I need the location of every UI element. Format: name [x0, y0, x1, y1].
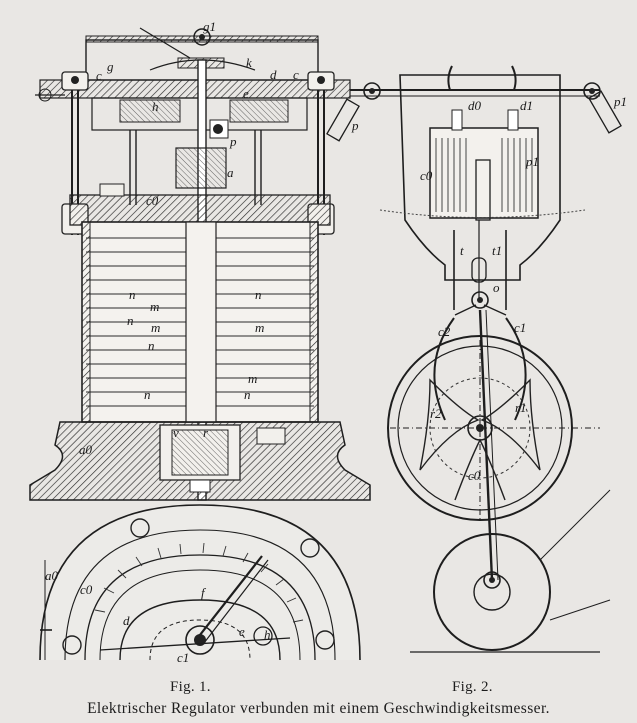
fig2-letter: p1	[613, 94, 627, 109]
figure-2-drawing	[326, 65, 622, 653]
fig2-letter: r1	[515, 400, 527, 415]
fig2-letter: c0	[468, 468, 481, 483]
fig1-letter: g1	[203, 19, 216, 34]
fig1-letter: c0	[80, 582, 93, 597]
fig1-letter: n	[148, 338, 155, 353]
fig2-letter: t1	[492, 243, 502, 258]
fig2-letter: d1	[520, 98, 533, 113]
fig2-letter: o	[493, 280, 500, 295]
fig2-letter: c2	[438, 324, 451, 339]
fig1-letter: c0	[146, 193, 159, 208]
figure-2-caption-label: Fig. 2.	[452, 679, 493, 695]
fig1-letter: n	[129, 287, 136, 302]
fig2-letter: r2	[430, 406, 442, 421]
fig2-letter: p1	[525, 154, 539, 169]
figure-1-caption-label: Fig. 1.	[170, 679, 211, 695]
fig1-letter: p	[229, 134, 237, 149]
fig1-letter: a0	[45, 568, 59, 583]
fig1-letter: n	[144, 387, 151, 402]
fig1-letter: v	[173, 425, 179, 440]
fig1-letter: m	[150, 299, 159, 314]
fig1-letter: c	[96, 68, 102, 83]
fig1-letter: h	[152, 99, 159, 114]
fig1-letter: f	[201, 585, 207, 600]
figure-2-part-letters: d0 d1 p p1 c0 p1 t t1 o c2 c1 r2 r1 c0	[351, 94, 627, 483]
fig1-letter: e	[239, 624, 245, 639]
figure-1-drawing	[29, 27, 371, 661]
fig1-letter: d	[123, 613, 130, 628]
fig1-letter: m	[255, 320, 264, 335]
fig1-letter: n	[255, 287, 262, 302]
fig1-letter: c1	[177, 650, 189, 665]
fig1-letter: g	[107, 59, 114, 74]
fig1-letter: a0	[79, 442, 93, 457]
fig2-letter: c0	[420, 168, 433, 183]
fig1-letter: e	[243, 86, 249, 101]
fig2-letter: p	[351, 118, 359, 133]
plate-caption: Elektrischer Regulator verbunden mit ein…	[87, 700, 550, 717]
fig2-letter: t	[460, 243, 464, 258]
fig1-letter: a	[227, 165, 234, 180]
fig2-letter: c1	[514, 320, 526, 335]
figure-1-part-letters: g1 g c k d c e h p a c0 n n m n m n m m …	[45, 19, 299, 665]
fig2-letter: d0	[468, 98, 482, 113]
fig1-letter: k	[246, 55, 252, 70]
fig1-letter: r	[203, 425, 209, 440]
fig1-letter: m	[248, 371, 257, 386]
fig1-letter: n	[244, 387, 251, 402]
fig1-letter: h	[264, 627, 271, 642]
fig1-letter: c	[293, 67, 299, 82]
fig1-letter: n	[127, 313, 134, 328]
fig1-letter: d	[270, 67, 277, 82]
fig1-letter: m	[151, 320, 160, 335]
